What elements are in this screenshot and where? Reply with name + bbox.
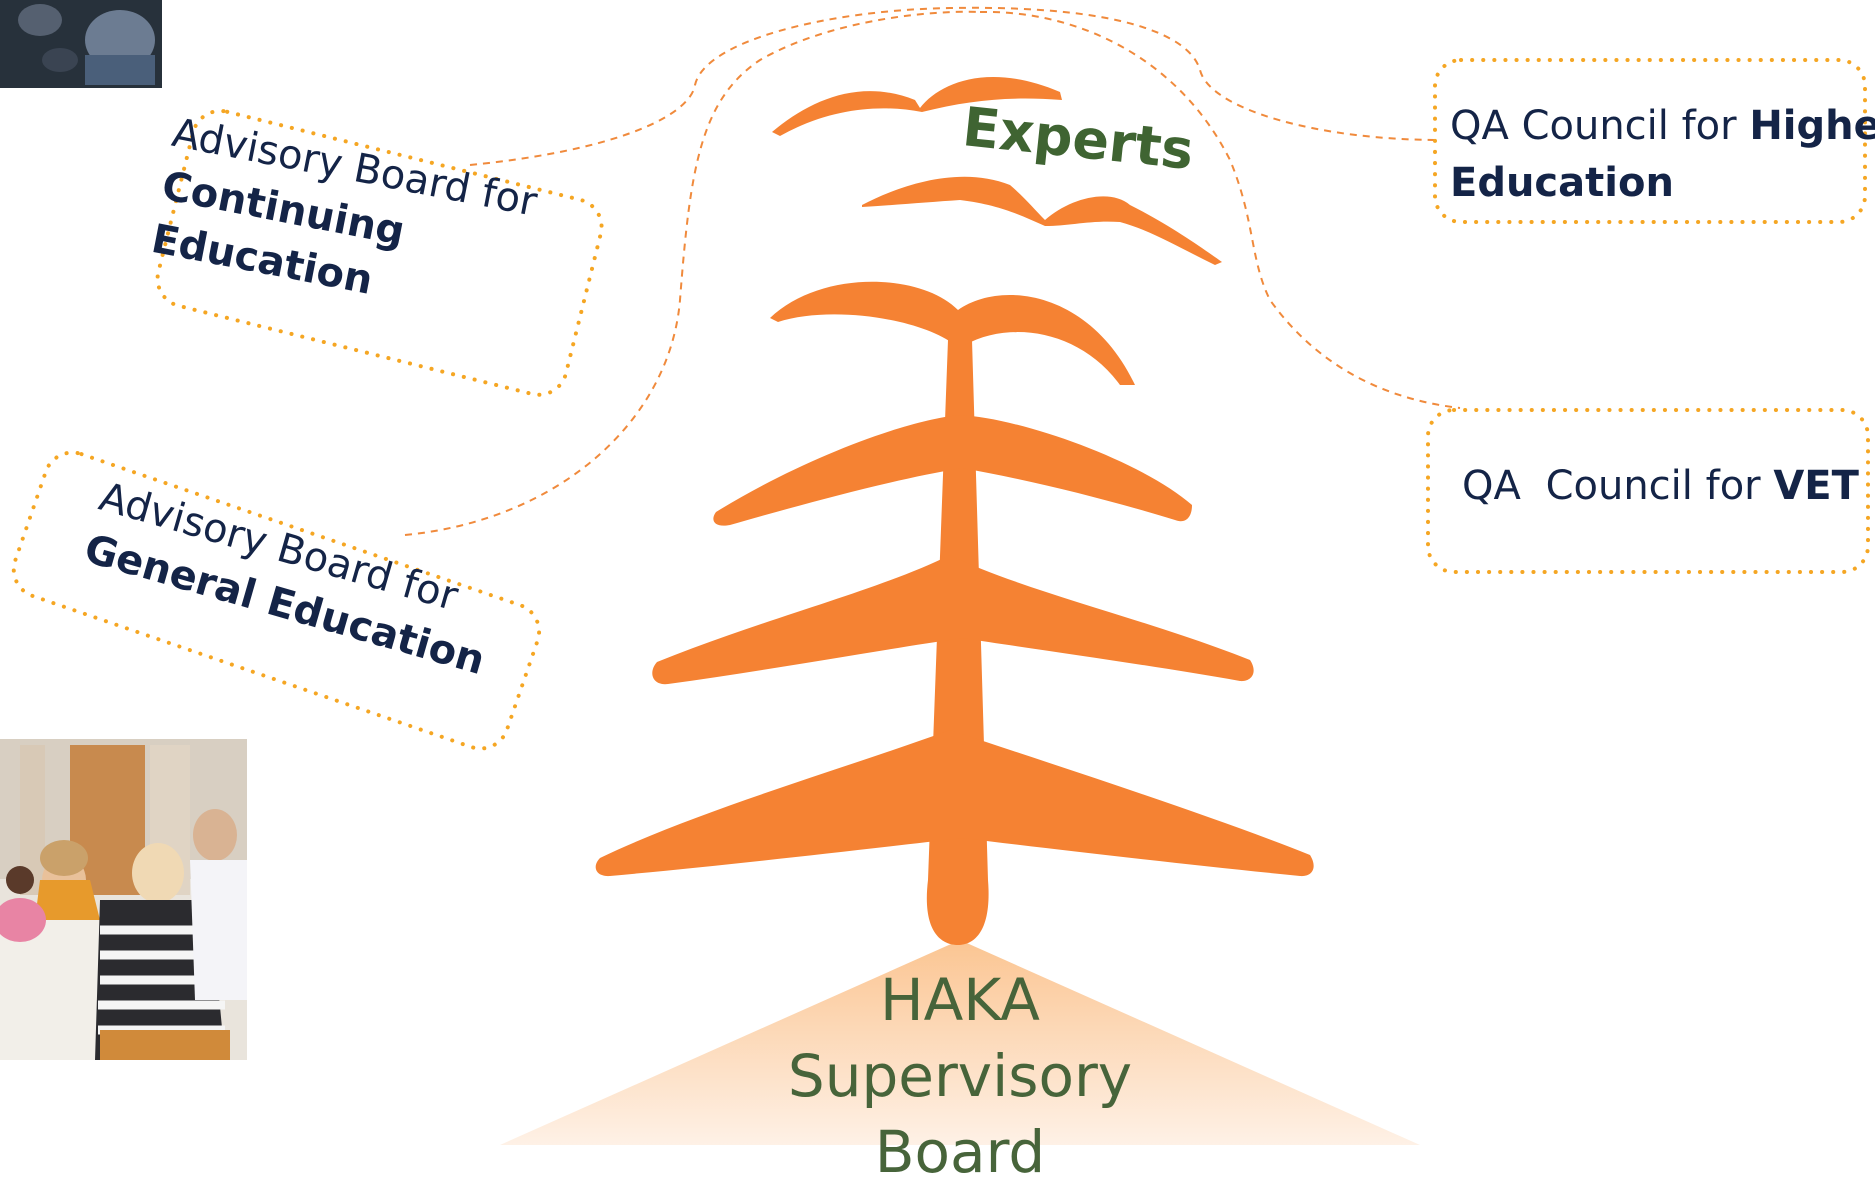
tree-branch-2 xyxy=(713,415,1192,526)
bird-1 xyxy=(772,76,1062,136)
photo-bottom-drawing xyxy=(0,739,247,1060)
board-boxes xyxy=(11,58,1870,751)
dashed-connectors xyxy=(404,6,1461,536)
box-continuing xyxy=(155,108,604,397)
tree-graphic xyxy=(595,281,1314,945)
meeting-photo-top xyxy=(0,0,162,88)
council-prefix-1: QA xyxy=(1462,463,1521,509)
haka-title-line1: HAKA Supervisory xyxy=(787,966,1133,1110)
meeting-photo-bottom xyxy=(0,739,247,1060)
council-name-line2: Education xyxy=(1450,160,1674,206)
haka-structure-diagram xyxy=(0,0,1870,1145)
connector-continuing xyxy=(469,6,1441,166)
experts-birds xyxy=(772,76,1222,265)
bird-2 xyxy=(862,176,1222,265)
connector-general xyxy=(404,10,981,536)
box-general xyxy=(11,450,542,751)
tree-branch-4 xyxy=(595,730,1314,877)
council-name-line1: Higher xyxy=(1749,103,1875,149)
council-name: VET xyxy=(1773,463,1859,509)
box-higher xyxy=(1433,58,1867,224)
tree-branch-3 xyxy=(652,555,1254,685)
council-prefix-2: Council for xyxy=(1545,463,1761,509)
haka-supervisory-board-title: HAKA Supervisory Board xyxy=(700,962,1220,1190)
tree-branch-1 xyxy=(770,281,1135,385)
connector-vet xyxy=(979,10,1461,409)
supervisory-board-base xyxy=(500,940,1420,1145)
photo-top-drawing xyxy=(0,0,162,88)
qa-council-vet: QA Council for VET xyxy=(1462,458,1859,514)
haka-title-line2: Board xyxy=(874,1118,1046,1186)
qa-council-higher-education: QA Council for Higher Education xyxy=(1450,98,1875,212)
council-prefix: QA Council for xyxy=(1450,103,1737,149)
